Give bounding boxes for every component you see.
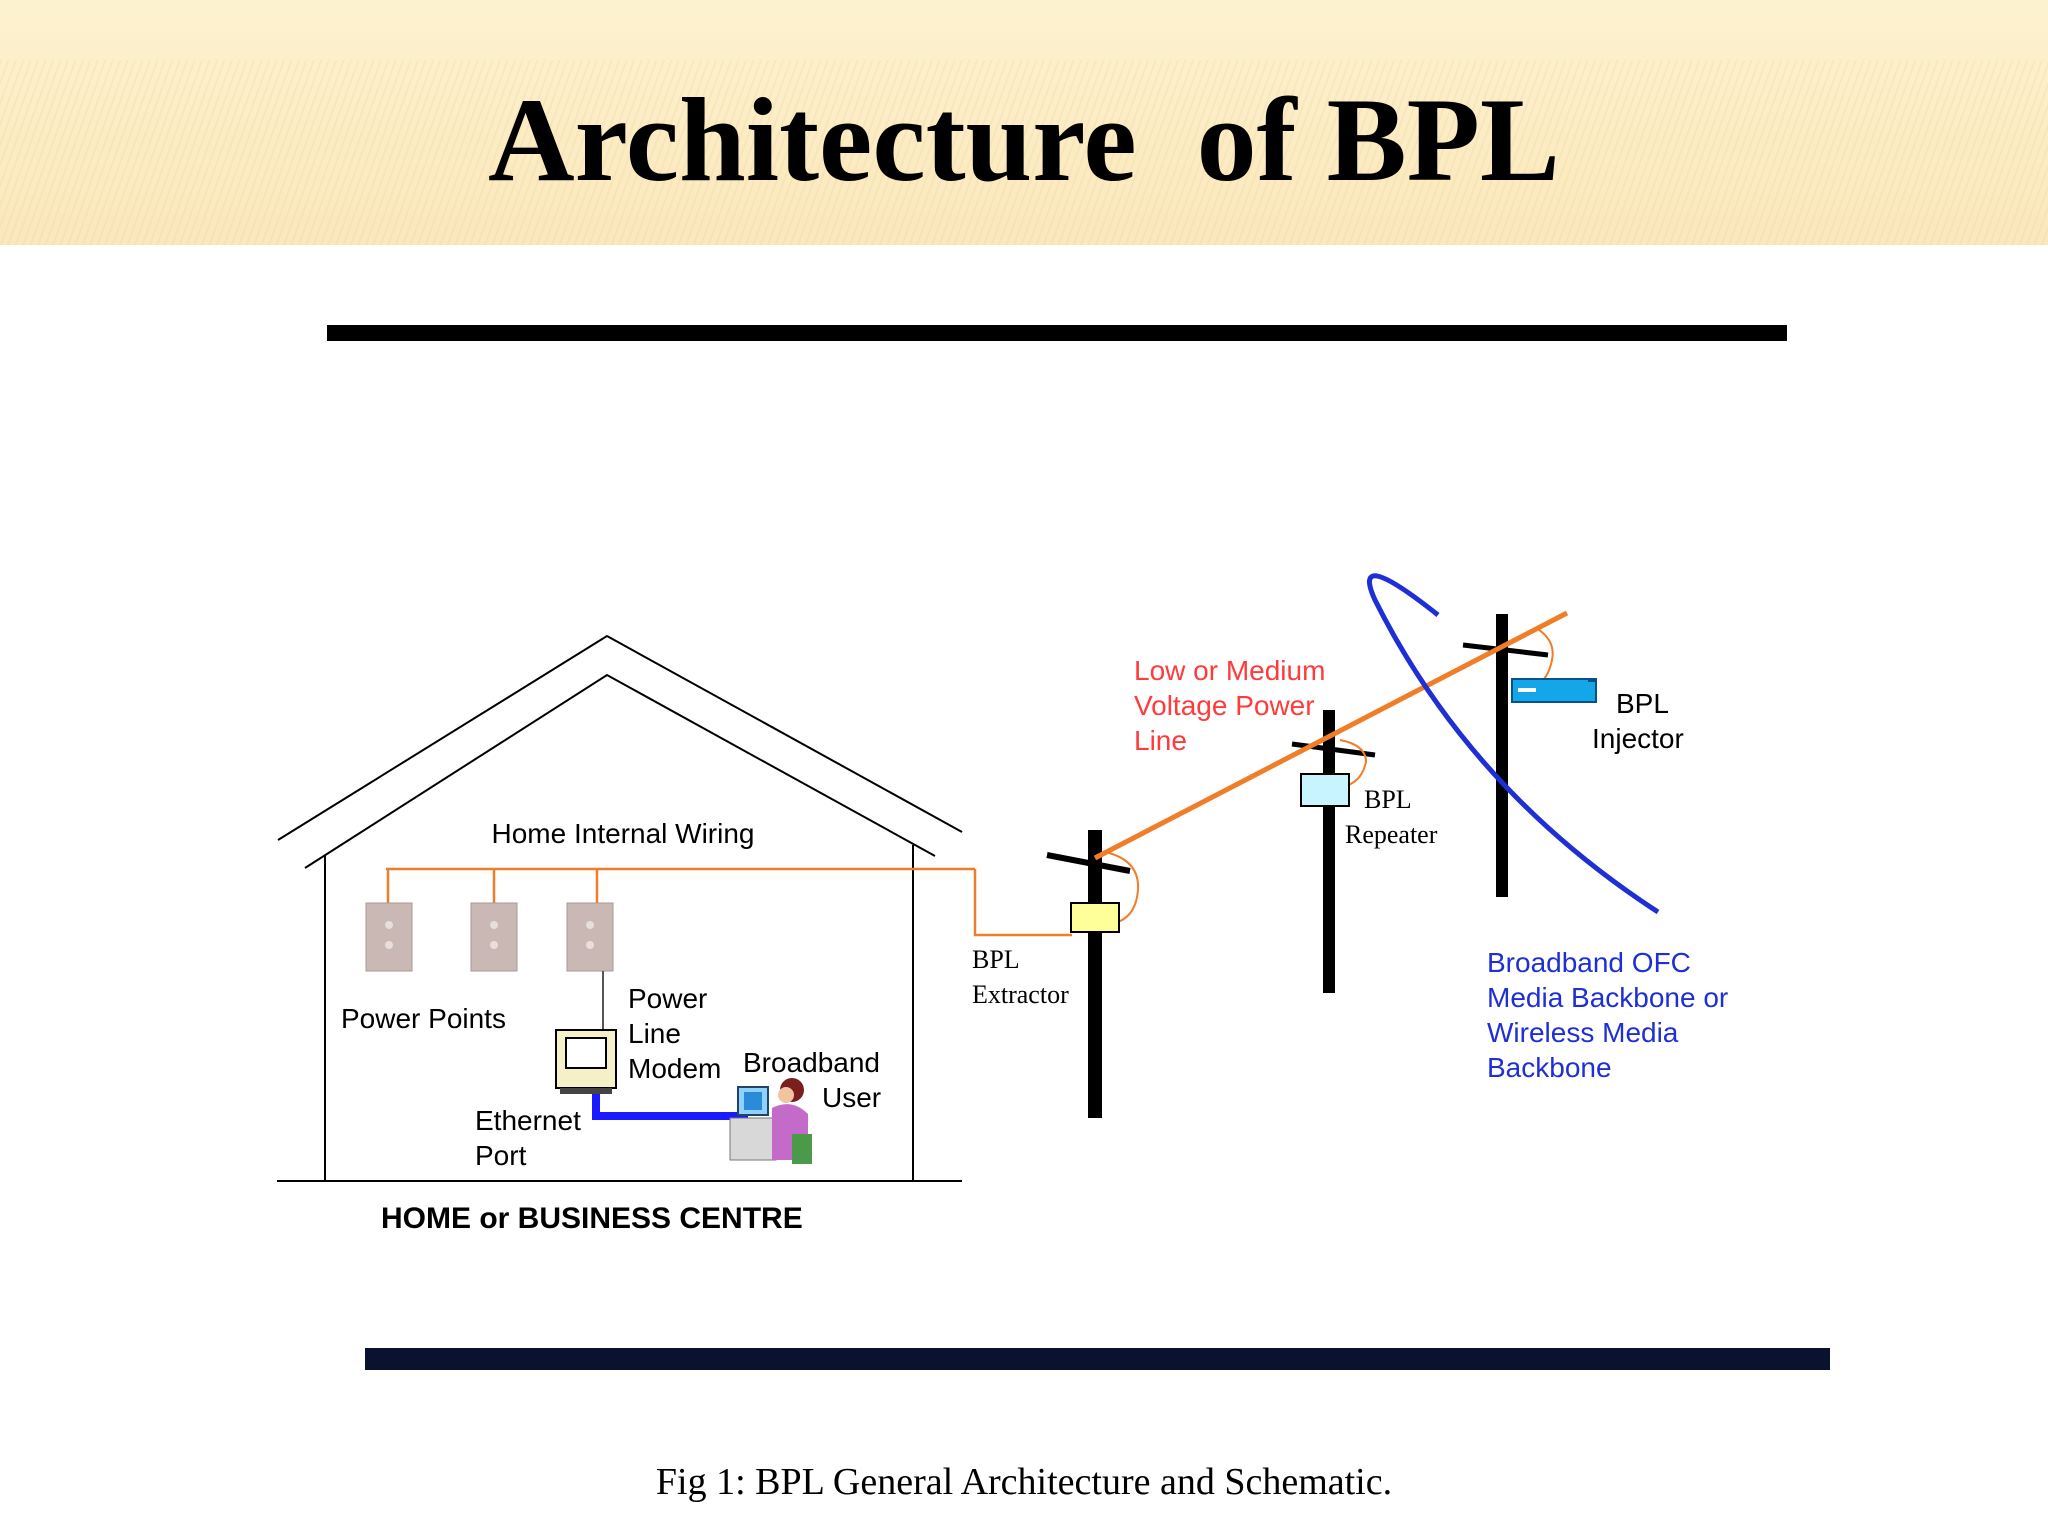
top-rule xyxy=(327,325,1787,341)
svg-text:Low or Medium: Low or Medium xyxy=(1134,655,1325,686)
svg-text:Extractor: Extractor xyxy=(972,980,1069,1009)
svg-text:Line: Line xyxy=(1134,725,1187,756)
svg-text:Injector: Injector xyxy=(1592,723,1684,754)
label-home-business-centre: HOME or BUSINESS CENTRE xyxy=(381,1202,803,1235)
svg-text:Broadband: Broadband xyxy=(743,1047,880,1078)
pole-extractor xyxy=(1046,830,1131,1118)
svg-text:Media Backbone or: Media Backbone or xyxy=(1487,982,1728,1013)
figure-caption: Fig 1: BPL General Architecture and Sche… xyxy=(656,1461,1392,1503)
label-home-internal-wiring: Home Internal Wiring xyxy=(492,818,755,849)
broadband-user-icon xyxy=(729,1078,812,1164)
pole-injector xyxy=(1462,614,1549,897)
svg-text:User: User xyxy=(822,1082,881,1113)
power-point-outlet xyxy=(566,902,614,972)
bottom-rule xyxy=(365,1348,1830,1370)
modem-icon xyxy=(555,1029,617,1094)
svg-text:Modem: Modem xyxy=(628,1053,721,1084)
svg-text:Wireless Media: Wireless Media xyxy=(1487,1017,1679,1048)
svg-text:BPL: BPL xyxy=(1616,688,1669,719)
power-point-outlet xyxy=(470,902,518,972)
svg-text:BPL: BPL xyxy=(972,945,1020,974)
label-bpl-injector: BPL Injector xyxy=(1592,688,1684,754)
svg-text:Ethernet: Ethernet xyxy=(475,1105,581,1136)
title-banner xyxy=(0,0,2048,245)
slide-title: Architecture of BPL xyxy=(488,73,1560,206)
svg-text:BPL: BPL xyxy=(1364,785,1412,814)
bpl-repeater-box xyxy=(1300,773,1350,807)
label-bpl-repeater: BPL Repeater xyxy=(1345,785,1438,849)
svg-text:Broadband OFC: Broadband OFC xyxy=(1487,947,1691,978)
house-outline xyxy=(277,634,963,1182)
svg-text:Repeater: Repeater xyxy=(1345,820,1438,849)
voltage-power-line xyxy=(1093,610,1569,861)
svg-text:Port: Port xyxy=(475,1140,527,1171)
bpl-injector-device xyxy=(1511,678,1597,703)
label-bpl-extractor: BPL Extractor xyxy=(972,945,1069,1009)
label-backbone: Broadband OFC Media Backbone or Wireless… xyxy=(1487,947,1728,1083)
ethernet-cable xyxy=(592,1094,748,1120)
svg-text:Backbone: Backbone xyxy=(1487,1052,1612,1083)
home-internal-wiring xyxy=(386,867,1072,937)
svg-text:Power: Power xyxy=(628,983,707,1014)
power-point-outlet xyxy=(365,902,413,972)
svg-text:Voltage Power: Voltage Power xyxy=(1134,690,1315,721)
label-power-line-modem: Power Line Modem xyxy=(628,983,721,1084)
label-power-points: Power Points xyxy=(341,1003,506,1034)
label-broadband-user: Broadband User xyxy=(743,1047,881,1113)
svg-text:Line: Line xyxy=(628,1018,681,1049)
backbone-curve xyxy=(1367,573,1660,915)
bpl-extractor-box xyxy=(1070,902,1120,933)
label-ethernet-port: Ethernet Port xyxy=(475,1105,581,1171)
label-voltage-power-line: Low or Medium Voltage Power Line xyxy=(1134,655,1325,756)
